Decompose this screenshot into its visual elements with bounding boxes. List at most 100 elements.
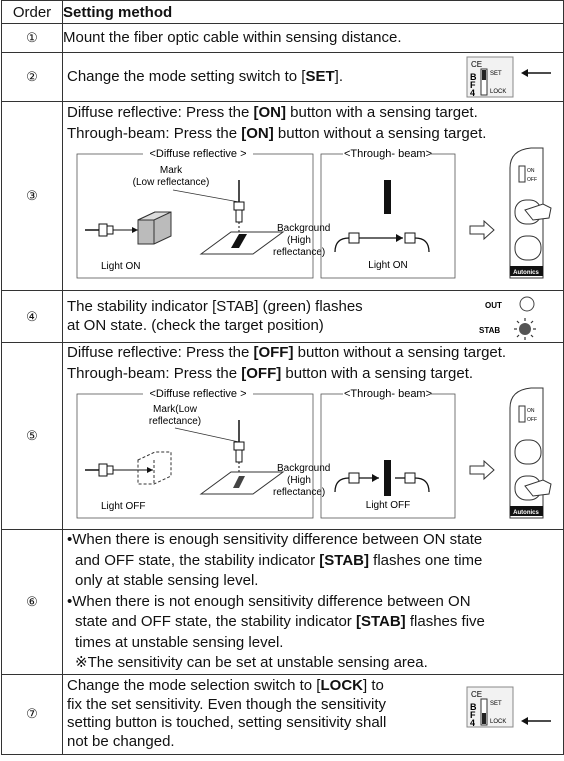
device-brand: Autonics [513, 270, 539, 276]
table-row: ⑦ Change the mode selection switch to [L… [1, 673, 564, 755]
table-header-row: Order Setting method [1, 0, 564, 24]
row-text-line: Through-beam: Press the [OFF] button wit… [63, 364, 563, 385]
row-text-line: not be changed. [67, 732, 175, 750]
text-bold: [ON] [241, 124, 274, 142]
stab-label: STAB [479, 326, 500, 335]
set-label: SET [490, 71, 502, 77]
text-part: and OFF state, the stability indicator [75, 551, 320, 569]
lock-label: LOCK [490, 89, 506, 95]
row-content: Diffuse reflective: Press the [ON] butto… [62, 101, 564, 291]
text-part: Through-beam: Press the [67, 124, 242, 142]
through-title: <Through- beam> [344, 388, 432, 400]
row-text-line: Diffuse reflective: Press the [ON] butto… [63, 103, 563, 124]
light-label: Light OFF [366, 500, 410, 511]
off-setting-figure: <Diffuse reflective > Mark(Low reflectan… [76, 387, 552, 519]
mode-switch-lock-figure: CE B F 4 SET LOCK [466, 686, 551, 728]
row-text: Mount the fiber optic cable within sensi… [62, 23, 564, 53]
row-text-line: The stability indicator [STAB] (green) f… [67, 298, 363, 315]
table-row: ② Change the mode setting switch to [SET… [1, 52, 564, 102]
ce-mark: CE [471, 690, 482, 699]
row-content: •When there is enough sensitivity differ… [62, 529, 564, 675]
diffuse-title: <Diffuse reflective > [149, 148, 246, 160]
background-label: Background [277, 463, 330, 474]
ce-mark: CE [471, 60, 482, 69]
diffuse-title: <Diffuse reflective > [149, 388, 246, 400]
text-bold: [STAB] [319, 551, 369, 569]
table-row: ① Mount the fiber optic cable within sen… [1, 23, 564, 53]
text-part: Diffuse reflective: Press the [67, 344, 254, 361]
text-part: ]. [334, 67, 344, 85]
row-text-line: •When there is enough sensitivity differ… [67, 531, 483, 548]
mode-switch-set-figure: CE B F 4 SET LOCK [466, 56, 551, 98]
switch-letter: F [470, 710, 476, 720]
row-number: ⑦ [1, 673, 63, 755]
row-text-line: only at stable sensing level. [75, 572, 259, 589]
text-part: button with a sensing target. [285, 104, 478, 121]
table-row: ⑥ •When there is enough sensitivity diff… [1, 529, 564, 675]
device-label: OFF [527, 177, 537, 183]
switch-letter: 4 [470, 88, 475, 98]
row-text-line: setting button is touched, setting sensi… [67, 714, 387, 731]
mark-label: (Low reflectance) [133, 177, 210, 188]
row-text-line: Change the mode selection switch to [LOC… [67, 677, 386, 696]
device-label: OFF [527, 417, 537, 423]
row-content: Change the mode setting switch to [SET].… [62, 52, 564, 102]
text-part: button without a sensing target. [293, 344, 507, 361]
row-text-line: at ON state. (check the target position) [67, 316, 324, 334]
background-label: (High [287, 475, 311, 486]
device-label: ON [527, 168, 535, 174]
text-part: Change the mode setting switch to [ [67, 67, 306, 85]
switch-letter: F [470, 80, 476, 90]
row-number: ② [1, 52, 63, 102]
row-text-line: Through-beam: Press the [ON] button with… [63, 124, 563, 145]
row-text-line: times at unstable sensing level. [75, 633, 284, 651]
method-header: Setting method [62, 0, 564, 24]
light-label: Light ON [368, 260, 407, 271]
row-text-line: •When there is not enough sensitivity di… [67, 592, 471, 610]
background-label: Background [277, 223, 330, 234]
row-text-line: state and OFF state, the stability indic… [63, 612, 563, 633]
text-bold: [OFF] [241, 364, 282, 382]
through-title: <Through- beam> [344, 148, 432, 160]
order-header: Order [1, 0, 63, 24]
row-number: ④ [1, 290, 63, 343]
device-label: ON [527, 408, 535, 414]
text-bold: [OFF] [253, 344, 294, 361]
row-number: ① [1, 23, 63, 53]
row-number: ③ [1, 101, 63, 291]
text-part: flashes one time [369, 551, 483, 569]
device-brand: Autonics [513, 510, 539, 516]
mark-label: Mark(Low [153, 404, 198, 415]
text-bold: [STAB] [355, 613, 406, 630]
text-bold: [ON] [253, 104, 286, 121]
text-part: Change the mode selection switch to [ [67, 677, 321, 694]
text-part: flashes five [405, 613, 485, 630]
row-text-line: fix the set sensitivity. Even though the… [67, 695, 387, 713]
light-label: Light OFF [101, 501, 145, 512]
text-part: Diffuse reflective: Press the [67, 104, 254, 121]
text-bold: SET [305, 67, 335, 85]
mark-label: Mark [160, 165, 183, 176]
lock-label: LOCK [490, 719, 506, 725]
table-row: ⑤ Diffuse reflective: Press the [OFF] bu… [1, 342, 564, 530]
row-text: The stability indicator [STAB] (green) f… [67, 298, 363, 335]
background-label: (High [287, 235, 311, 246]
row-text: Change the mode setting switch to [SET]. [67, 68, 343, 87]
row-note: ※The sensitivity can be set at unstable … [75, 654, 428, 671]
row-content: Change the mode selection switch to [LOC… [62, 673, 564, 755]
switch-letter: B [470, 72, 477, 82]
text-part: ] to [362, 677, 384, 694]
row-text-line: and OFF state, the stability indicator [… [63, 551, 563, 572]
light-label: Light ON [101, 261, 140, 272]
row-content: Diffuse reflective: Press the [OFF] butt… [62, 342, 564, 530]
switch-letter: 4 [470, 718, 475, 728]
text-bold: LOCK [320, 677, 363, 694]
text-part: button with a sensing target. [281, 364, 474, 382]
table-row: ④ The stability indicator [STAB] (green)… [1, 290, 564, 343]
out-label: OUT [485, 301, 502, 310]
switch-letter: B [470, 702, 477, 712]
mark-label: reflectance) [149, 416, 201, 427]
text-part: Through-beam: Press the [67, 364, 242, 382]
row-number: ⑤ [1, 342, 63, 530]
